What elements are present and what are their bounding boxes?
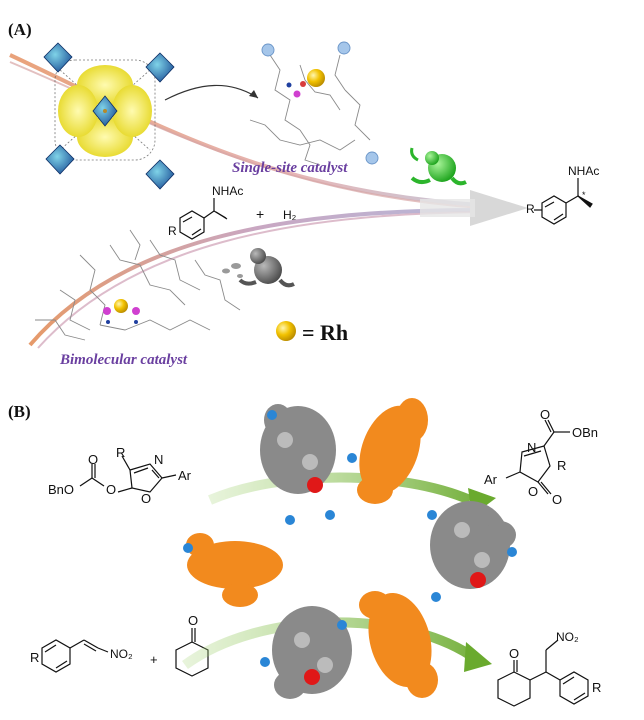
product-stereocenter: * [582, 190, 586, 200]
carbonate-o: O [88, 452, 99, 467]
bottom-plus: + [150, 652, 158, 667]
oxazole-ar: Ar [178, 468, 191, 483]
bimolecular-catalyst-label: Bimolecular catalyst [60, 352, 188, 368]
nitrostyrene-r: R [30, 650, 40, 665]
nitrostyrene-no2: NO₂ [110, 647, 133, 661]
reagent-plus: + [256, 206, 265, 222]
zoom-arrow [164, 84, 259, 101]
rh-legend-sphere [276, 321, 296, 341]
oxazole-r: R [116, 445, 126, 460]
carbonate-bno: BnO [48, 482, 75, 497]
panel-a [9, 41, 593, 349]
oxazole-ring-o: O [141, 491, 152, 506]
product-nhac: NHAc [568, 164, 600, 178]
michael-adduct [497, 639, 589, 707]
azlactone-product [505, 419, 570, 495]
ribbon-bimolecular-2 [37, 211, 481, 349]
rh-atom-bimolecular [114, 299, 128, 313]
reagent-nhac: NHAc [212, 184, 244, 198]
azlactone-n: N [527, 440, 537, 455]
azlactone-carbonyl-o: O [540, 407, 551, 422]
flow-arrow-head [470, 190, 528, 226]
reagent-enamide [179, 198, 228, 240]
hexagonal-cage [183, 398, 517, 699]
green-arrow-top [208, 472, 472, 505]
panel-a-label: (A) [8, 20, 32, 39]
cyclohexanone-o: O [188, 613, 199, 628]
green-runner-icon [410, 147, 467, 186]
adduct-no2: NO₂ [556, 630, 579, 644]
adduct-r: R [592, 680, 602, 695]
azlactone-ar: Ar [484, 472, 497, 487]
product-amide [534, 178, 593, 225]
rh-legend-text: = Rh [302, 320, 349, 345]
mof-cluster [43, 42, 175, 190]
azlactone-ring-o: O [528, 484, 539, 499]
oxazole-n: N [154, 452, 164, 467]
panel-b-label: (B) [8, 402, 31, 421]
single-site-catalyst-label: Single-site catalyst [232, 160, 348, 176]
green-arrow-bottom-head [464, 642, 492, 672]
gray-runner-icon [222, 248, 295, 288]
oxazole-carbonate [79, 455, 177, 493]
reagent-h2: H₂ [283, 208, 297, 222]
azlactone-r: R [557, 458, 567, 473]
single-site-structure [249, 41, 379, 166]
azlactone-ketone-o: O [552, 492, 563, 507]
reagent-r: R [168, 224, 177, 238]
ribbon-single-site [9, 53, 481, 207]
bimolecular-structure [35, 229, 241, 341]
panel-b [41, 398, 589, 707]
product-r: R [526, 202, 535, 216]
ribbon-bimolecular [28, 208, 481, 347]
nitrostyrene [41, 639, 109, 673]
azlactone-obn: OBn [572, 425, 599, 440]
oxazole-ester-o: O [106, 482, 117, 497]
rh-atom-single-site [307, 69, 325, 87]
cyclohexanone [175, 628, 209, 677]
adduct-o: O [509, 646, 520, 661]
